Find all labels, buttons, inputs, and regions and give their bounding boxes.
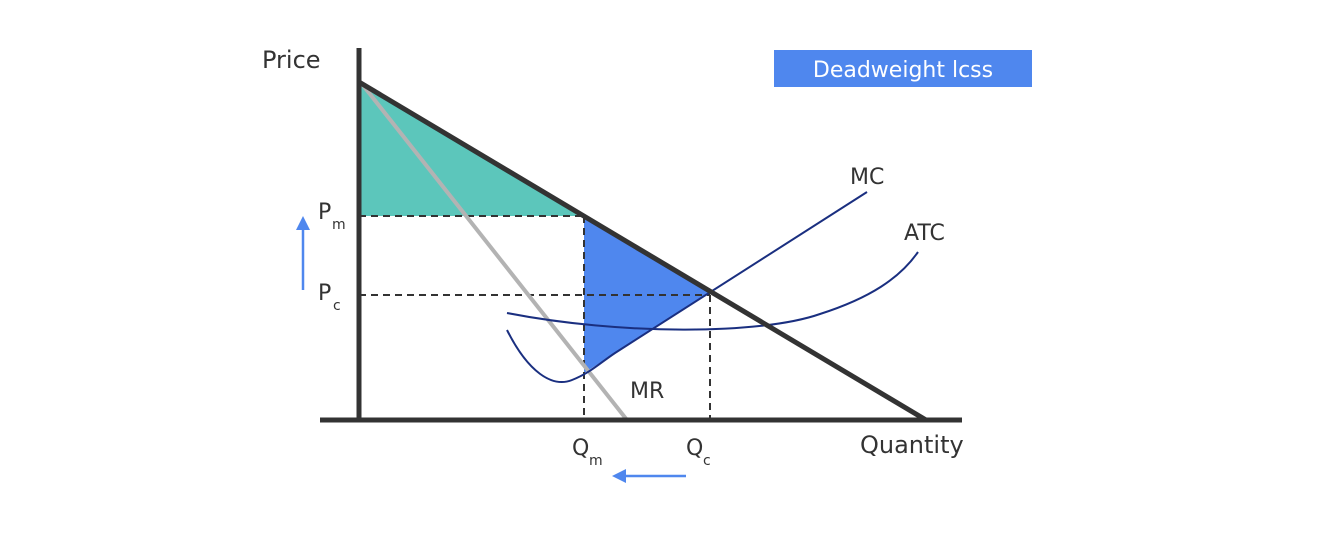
svg-text:c: c (333, 298, 341, 314)
svg-text:c: c (703, 453, 711, 469)
svg-text:Q: Q (686, 436, 703, 461)
qm-label: Q m (572, 436, 603, 469)
atc-label: ATC (904, 221, 945, 246)
demand-line (357, 79, 928, 423)
pc-label: P c (318, 281, 341, 314)
mc-label: MC (850, 165, 884, 190)
svg-text:Q: Q (572, 436, 589, 461)
price-axis-label: Price (262, 46, 321, 74)
arrow-up-icon (296, 216, 310, 290)
pm-label: P m (318, 200, 346, 233)
svg-text:m: m (589, 453, 603, 469)
badge-text: Deadweight lcss (813, 58, 993, 83)
mr-label: MR (630, 379, 664, 404)
qc-label: Q c (686, 436, 711, 469)
deadweight-loss-badge: Deadweight lcss (774, 50, 1032, 87)
svg-text:P: P (318, 281, 331, 306)
quantity-axis-label: Quantity (860, 431, 964, 459)
guide-lines (359, 215, 711, 420)
svg-text:m: m (332, 217, 346, 233)
mc-curve (506, 191, 868, 383)
badge-background (774, 50, 1032, 87)
svg-text:P: P (318, 200, 331, 225)
mr-line (360, 82, 629, 422)
atc-curve (506, 251, 919, 331)
arrow-left-icon (612, 469, 686, 483)
